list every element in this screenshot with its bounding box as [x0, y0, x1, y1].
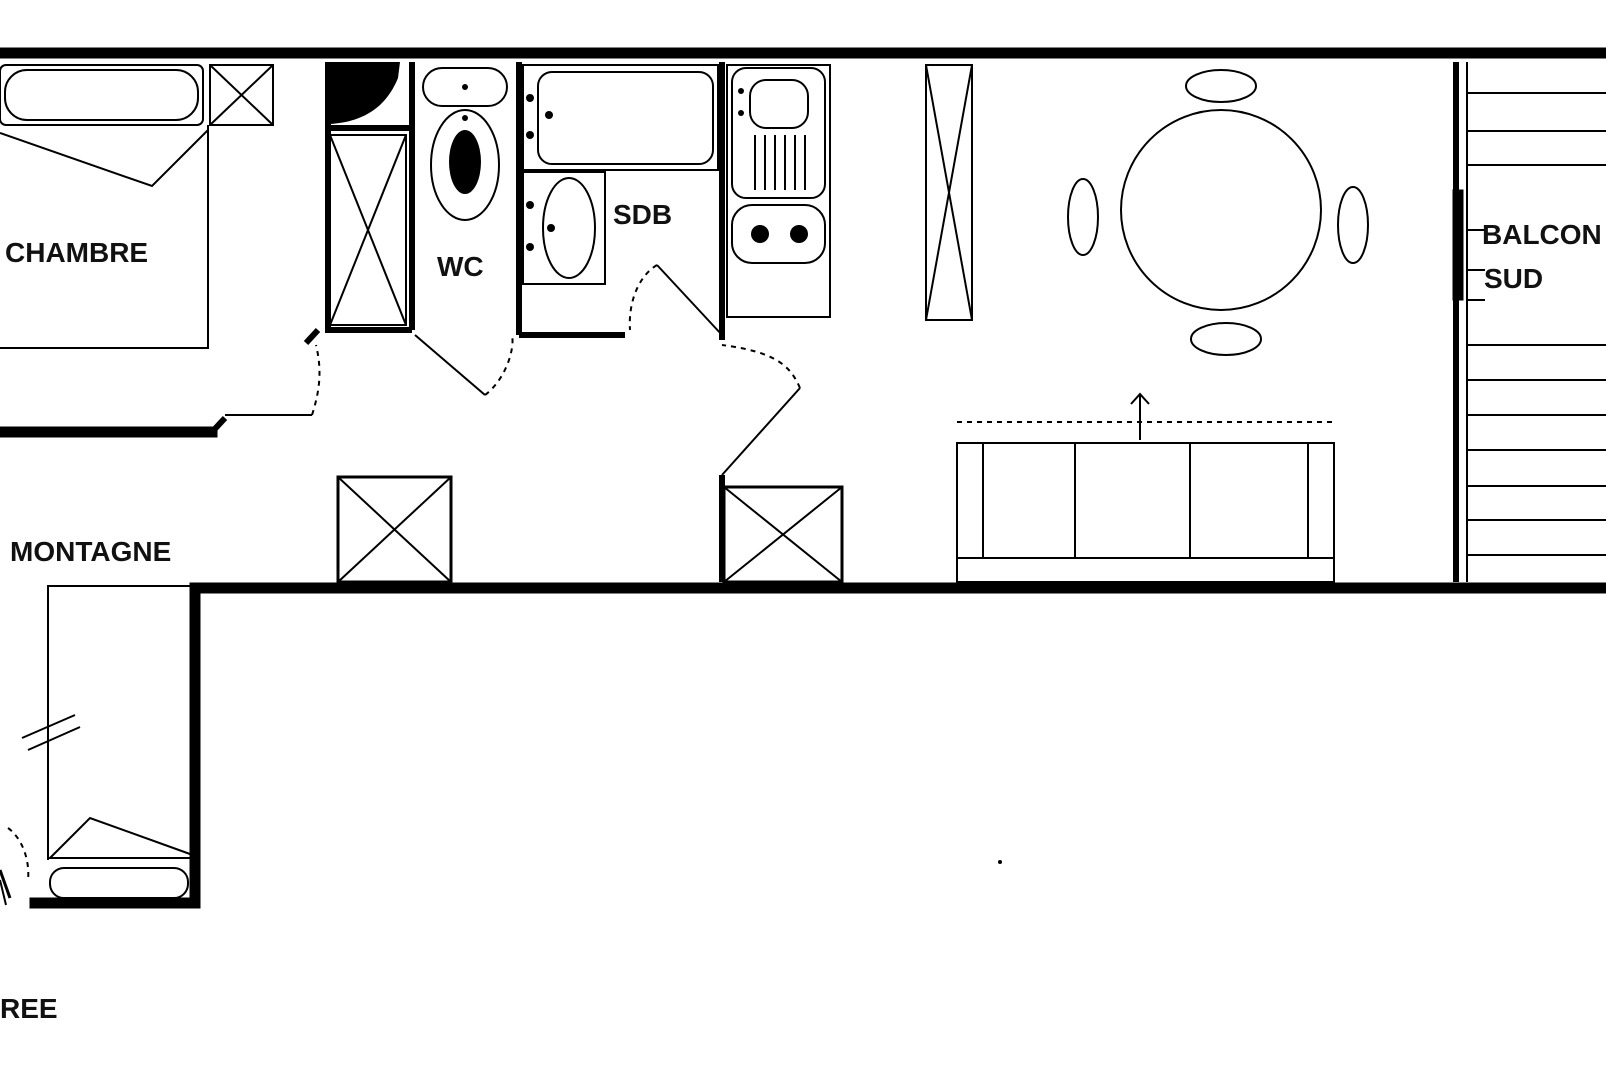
- mountain-corner-bunk: [21, 585, 195, 899]
- tall-cupboard: [925, 64, 973, 321]
- room-label-balcon: BALCON: [1482, 219, 1602, 250]
- sofa-bed: [956, 392, 1335, 583]
- bathroom-fixtures: [522, 64, 719, 285]
- closet-door-swing: [330, 62, 400, 124]
- kitchen-door: [721, 344, 801, 476]
- wc-toilet: [422, 67, 508, 221]
- kitchen-units: [726, 64, 831, 318]
- exterior-walls: [0, 47, 1606, 909]
- wc-door: [414, 334, 514, 396]
- interior-walls: [325, 62, 1485, 582]
- storage-cabinets: [336, 475, 844, 584]
- room-label-chambre: CHAMBRE: [5, 237, 148, 268]
- room-label-montagne: MONTAGNE: [10, 536, 171, 567]
- balcony-railing: [1467, 92, 1606, 556]
- dining-table: [1067, 69, 1369, 356]
- wardrobe: [329, 134, 407, 326]
- room-label-sdb: SDB: [613, 199, 672, 230]
- room-label-wc: WC: [437, 251, 484, 282]
- bedroom-door: [225, 327, 321, 416]
- room-label-entree: REE: [0, 993, 58, 1024]
- bedroom-furniture: [0, 64, 274, 349]
- room-label-balcon-sud: SUD: [1484, 263, 1543, 294]
- bathroom-door: [628, 264, 723, 336]
- speck: [998, 860, 1002, 864]
- entrance-door: [0, 827, 30, 906]
